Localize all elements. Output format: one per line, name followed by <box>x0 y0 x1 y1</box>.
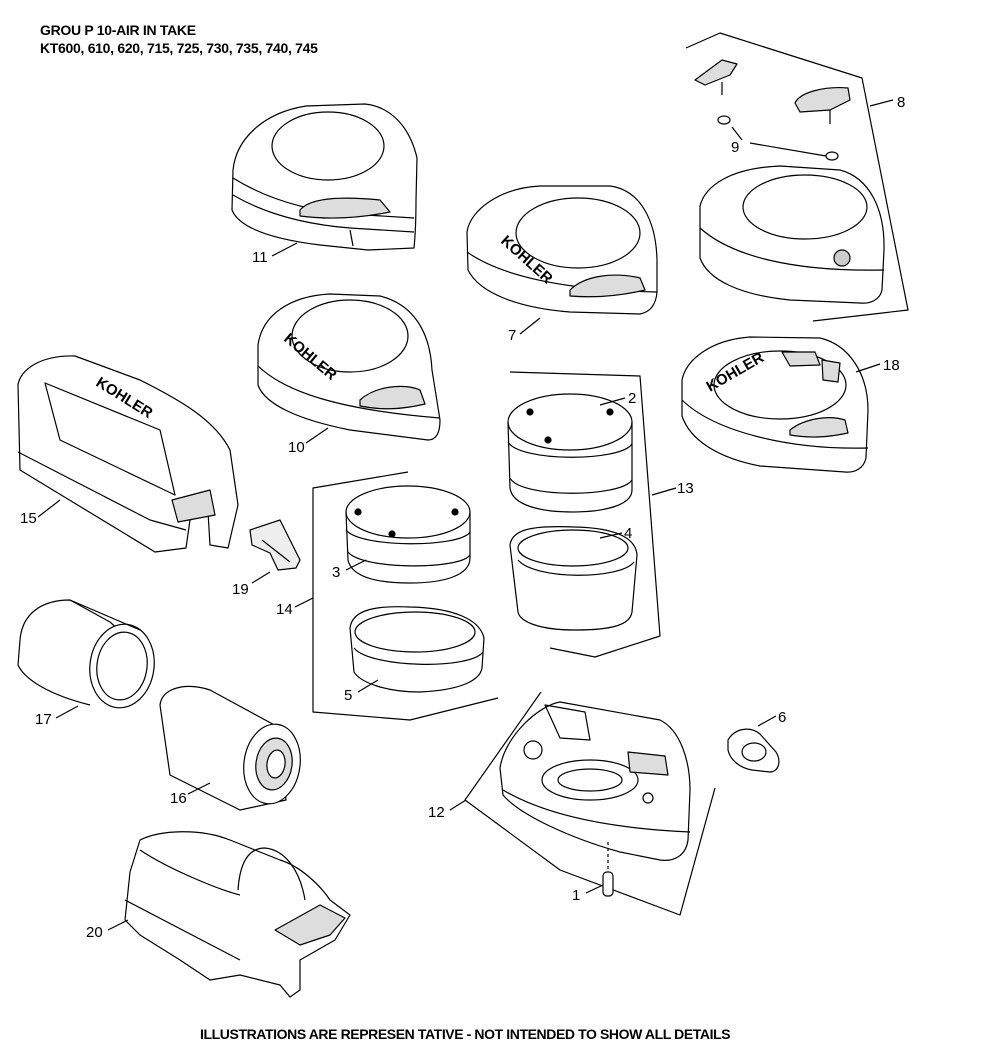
callout-label-16: 16 <box>170 790 187 807</box>
part-6-gasket <box>727 728 780 773</box>
part-15-cover: KOHLER <box>17 355 239 553</box>
callout-label-18: 18 <box>883 357 900 374</box>
callout-label-7: 7 <box>508 327 516 344</box>
callout-16: 16 <box>170 782 211 807</box>
callout-label-20: 20 <box>86 924 103 941</box>
callout-label-10: 10 <box>288 439 305 456</box>
callout-9: 9 <box>731 126 827 157</box>
part-5-precleaner <box>349 606 485 693</box>
part-2-filter-element <box>507 393 633 513</box>
callout-17: 17 <box>35 705 79 728</box>
callout-5: 5 <box>344 679 379 704</box>
callout-6: 6 <box>757 709 786 727</box>
callout-label-8: 8 <box>897 94 905 111</box>
callout-label-11: 11 <box>252 249 268 266</box>
callout-label-19: 19 <box>232 581 249 598</box>
group-bracket-8: 8 <box>685 32 909 322</box>
part-11-cover <box>231 103 418 251</box>
model-list: KT600, 610, 620, 715, 725, 730, 735, 740… <box>40 40 318 56</box>
callout-label-12: 12 <box>428 804 445 821</box>
part-7-cover: KOHLER <box>466 185 658 315</box>
callout-18: 18 <box>855 357 900 374</box>
disclaimer-note: ILLUSTRATIONS ARE REPRESEN TATIVE - NOT … <box>200 1026 731 1042</box>
part-16-inner-filter <box>159 685 301 811</box>
callout-7: 7 <box>508 317 541 344</box>
callout-label-2: 2 <box>628 390 636 407</box>
part-17-outer-filter <box>17 599 155 709</box>
part-4-precleaner <box>509 525 638 631</box>
callout-1: 1 <box>572 884 604 904</box>
callout-2: 2 <box>599 390 636 407</box>
group-bracket-14: 14 <box>276 471 499 721</box>
callout-label-3: 3 <box>332 564 340 581</box>
callout-20: 20 <box>86 919 129 941</box>
part-18-cover: KOHLER <box>681 336 869 473</box>
callout-label-17: 17 <box>35 711 52 728</box>
callout-label-13: 13 <box>677 480 694 497</box>
callout-15: 15 <box>20 499 61 527</box>
callout-10: 10 <box>288 427 329 456</box>
callout-19: 19 <box>232 571 271 598</box>
part-20-base-assembly <box>124 831 351 998</box>
callout-4: 4 <box>599 525 632 542</box>
page-title: GROU P 10-AIR IN TAKE <box>40 22 196 38</box>
callout-label-4: 4 <box>624 525 632 542</box>
part-3-filter-element <box>345 485 471 584</box>
callout-label-5: 5 <box>344 687 352 704</box>
callout-label-14: 14 <box>276 601 293 618</box>
part-1-stud <box>602 842 614 897</box>
callout-label-1: 1 <box>572 887 580 904</box>
part-12-base <box>499 701 691 861</box>
callout-11: 11 <box>252 242 298 266</box>
callout-label-6: 6 <box>778 709 786 726</box>
part-19-bracket <box>249 519 301 571</box>
part-8-cover-with-knobs <box>694 59 885 304</box>
group-bracket-13: 13 <box>509 371 694 658</box>
callout-label-15: 15 <box>20 510 37 527</box>
group-bracket-12: 12 <box>428 691 716 916</box>
part-10-cover: KOHLER <box>257 293 441 441</box>
callout-3: 3 <box>332 559 367 581</box>
callout-label-9: 9 <box>731 139 739 156</box>
